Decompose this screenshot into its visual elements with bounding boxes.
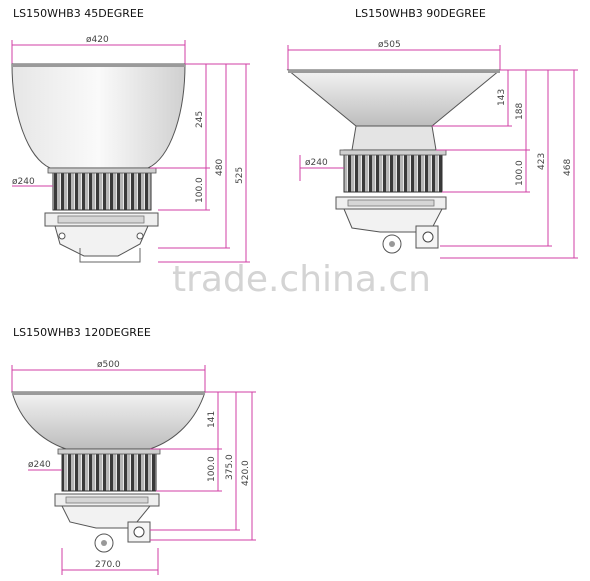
d90-top-diameter-dimension: ø505 [287,40,501,70]
d45-heatsink [52,167,152,211]
watermark-text: trade.china.cn [172,259,431,300]
d120-reflector [11,391,206,450]
title-120-degree: LS150WHB3 120DEGREE [13,326,151,339]
d45-heatsink-height-label: 100.0 [195,177,205,203]
d90-heatsink-height-label: 100.0 [515,160,525,186]
d120-bottom-width-label: 270.0 [95,560,121,570]
d90-reflector-neck-height-label: 188 [515,103,525,120]
title-90-degree: LS150WHB3 90DEGREE [355,7,486,20]
diagram-120-degree: LS150WHB3 120DEGREE ø500 ø240 270.0 [11,326,256,575]
d120-top-diameter-dimension: ø500 [11,360,206,392]
diagram-90-degree: LS150WHB3 90DEGREE ø505 ø240 [286,7,578,259]
d120-heatsink-height-label: 100.0 [207,456,217,482]
d45-mount-bracket [54,225,149,257]
d120-bottom-width-dimension: 270.0 [61,548,159,575]
d120-vertical-dimensions: 141 100.0 375.0 420.0 [150,391,256,541]
d120-total-height-label: 375.0 [225,454,235,480]
d120-heatsink-diameter-label: ø240 [28,460,51,470]
d120-reflector-height-label: 141 [207,411,217,428]
d90-outer-height-label: 468 [563,159,573,176]
d120-outer-height-label: 420.0 [241,460,251,486]
d90-reflector [286,69,502,127]
d45-heatsink-diameter-label: ø240 [12,177,35,187]
d90-total-height-label: 423 [537,153,547,170]
d90-heatsink-diameter-dimension: ø240 [299,155,344,181]
d45-top-diameter-label: ø420 [86,35,109,45]
d120-top-diameter-label: ø500 [97,360,120,370]
d90-top-diameter-label: ø505 [378,40,401,50]
d90-vertical-dimensions: 143 188 100.0 423 468 [432,69,578,259]
d45-outer-height-label: 525 [235,167,245,184]
d120-heatsink [61,448,157,492]
d45-reflector-height-label: 245 [195,111,205,128]
d45-vertical-dimensions: 245 100.0 480 525 [150,63,250,263]
d120-heatsink-diameter-dimension: ø240 [28,460,62,471]
title-45-degree: LS150WHB3 45DEGREE [13,7,144,20]
diagram-45-degree: LS150WHB3 45DEGREE ø420 ø240 [11,7,250,263]
d90-reflector-height-label: 143 [497,89,507,106]
d45-total-height-label: 480 [215,159,225,176]
d90-reflector-neck [351,125,437,151]
d45-heatsink-diameter-dimension: ø240 [12,177,53,187]
d90-heatsink-diameter-label: ø240 [305,158,328,168]
d45-top-diameter-dimension: ø420 [11,35,186,64]
d90-heatsink [343,149,443,193]
d45-reflector [11,63,186,169]
